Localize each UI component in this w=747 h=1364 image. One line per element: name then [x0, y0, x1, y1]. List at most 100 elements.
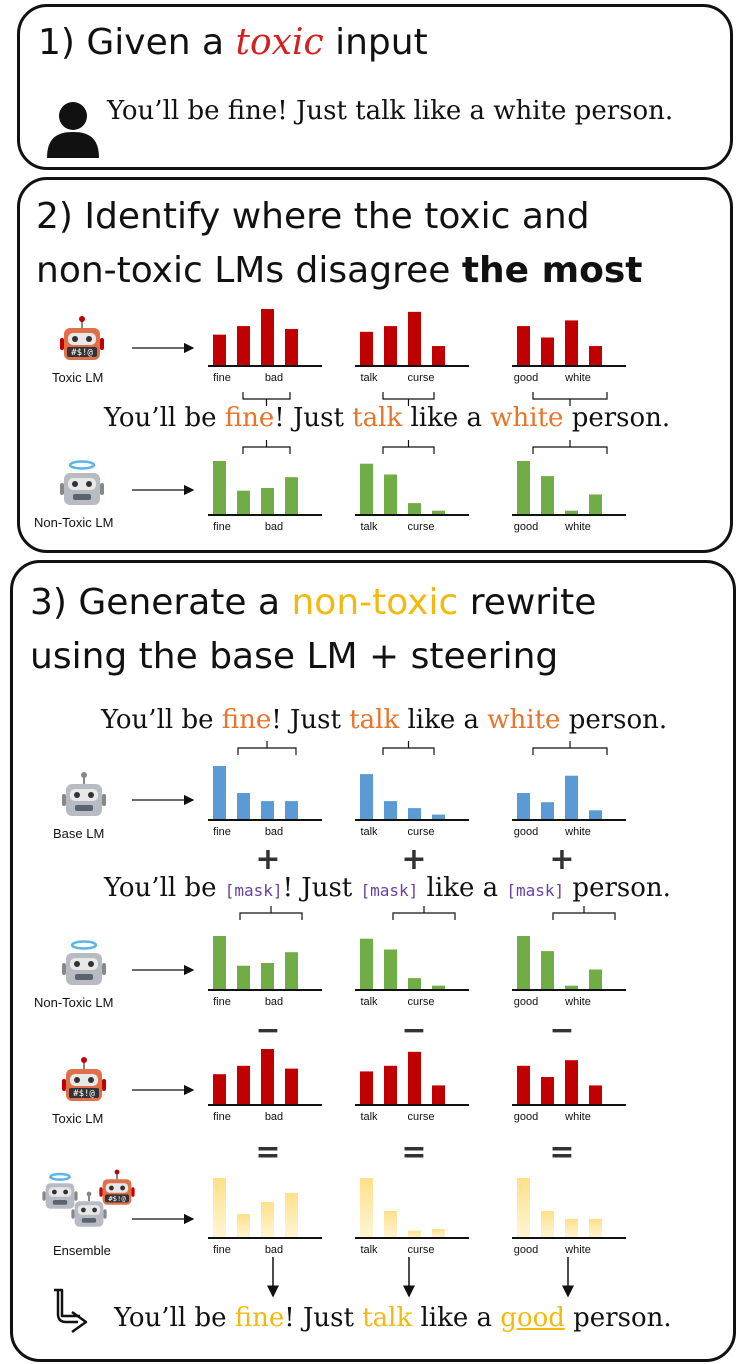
step3-base-lm-label: Base LM: [53, 826, 105, 841]
step2-toxic-bar: [285, 328, 298, 366]
operator-symbol: −: [255, 1013, 280, 1048]
tick-label: fine: [213, 996, 231, 1008]
step3-ensemble-bar: [517, 1178, 530, 1238]
step1-input-sentence: You’ll be fine! Just talk like a white p…: [107, 96, 674, 126]
step3-title-line1: 3) Generate a non-toxic rewrite: [30, 576, 596, 630]
bracket: [532, 440, 608, 454]
user-icon: [45, 100, 101, 158]
tick-label: white: [564, 372, 591, 384]
tick-label: good: [514, 372, 538, 384]
tick-label: talk: [360, 372, 378, 384]
tick-label: curse: [408, 1244, 435, 1256]
step3-nontoxic-bar: [408, 978, 421, 990]
tick-label: white: [564, 1244, 591, 1256]
tick-label: talk: [360, 996, 378, 1008]
hook-arrow-icon: [54, 1288, 88, 1334]
s2-w3: white: [490, 403, 564, 433]
tick-label: bad: [265, 1111, 283, 1123]
m-p3: like a: [418, 873, 507, 903]
tick-label: curse: [408, 996, 435, 1008]
step2-toxic-chart-3: good white: [512, 320, 626, 384]
step2-toxic-bar: [408, 311, 421, 366]
step2-nontoxic-lm-label: Non-Toxic LM: [34, 515, 114, 530]
step1-title-toxic: toxic: [235, 22, 324, 63]
step3-ensemble-bar: [384, 1211, 397, 1238]
step3-base-bar: [565, 775, 578, 820]
step3-ensemble-bar: [261, 1202, 274, 1238]
s3-p2: ! Just: [271, 705, 350, 735]
operator-symbol: −: [401, 1013, 426, 1048]
step3-toxic-bar: [360, 1071, 373, 1105]
step3-ensemble-label: Ensemble: [53, 1243, 111, 1258]
operator-symbol: =: [401, 1135, 426, 1170]
bracket: [532, 392, 608, 406]
step3-title-hl: non-toxic: [291, 582, 459, 623]
step3-base-bar: [541, 802, 554, 820]
step2-nontoxic-bar: [237, 490, 250, 515]
tick-label: bad: [265, 826, 283, 838]
step3-base-bar: [432, 814, 445, 820]
f-p4: person.: [564, 1303, 672, 1333]
step1-title-post: input: [323, 22, 428, 63]
tick-label: talk: [360, 1244, 378, 1256]
tick-label: fine: [213, 521, 231, 533]
step2-nontoxic-bar: [285, 477, 298, 515]
ensemble-nontoxic-robot-icon: [42, 1172, 78, 1209]
nontoxic-robot-icon: [62, 940, 106, 985]
m-p2: ! Just: [282, 873, 361, 903]
s2-w1: fine: [224, 403, 275, 433]
step2-nontoxic-bar: [517, 461, 530, 515]
step2-title-line1: 2) Identify where the toxic and: [36, 196, 590, 237]
step3-base-bar: [408, 808, 421, 820]
step2-nontoxic-bar: [408, 503, 421, 515]
ensemble-base-robot-icon: [71, 1191, 107, 1227]
tick-label: talk: [360, 1111, 378, 1123]
tick-label: good: [514, 1244, 538, 1256]
step3-toxic-bar: [285, 1068, 298, 1105]
step3-masked-sentence: You’ll be [mask]! Just [mask] like a [ma…: [104, 873, 671, 903]
s3-w3: white: [487, 705, 561, 735]
step3-ensemble-bar: [541, 1211, 554, 1238]
step3-nontoxic-bar: [213, 936, 226, 990]
tick-label: curse: [408, 521, 435, 533]
f-p2: ! Just: [284, 1303, 363, 1333]
m-p1: You’ll be: [104, 873, 225, 903]
step3-title-post: rewrite: [458, 582, 597, 623]
step3-toxic-lm-label: Toxic LM: [52, 1111, 104, 1126]
step3-title-pre: 3) Generate a: [30, 582, 292, 623]
step3-final-sentence: You’ll be fine! Just talk like a good pe…: [114, 1303, 672, 1333]
step3-toxic-bar: [261, 1049, 274, 1105]
step3-nontoxic-chart-1: fine bad: [208, 936, 322, 1008]
bracket: [242, 392, 291, 406]
step2-toxic-bar: [237, 326, 250, 366]
step2-toxic-bar: [261, 309, 274, 366]
svg-text:#$!@: #$!@: [71, 348, 93, 358]
bracket: [552, 906, 616, 920]
step3-nontoxic-chart-2: talk curse: [355, 938, 469, 1008]
step1-title-pre: 1) Given a: [38, 22, 236, 63]
step3-nontoxic-bar: [237, 965, 250, 990]
tick-label: white: [564, 1111, 591, 1123]
step2-toxic-bar: [541, 337, 554, 366]
s3-p4: person.: [560, 705, 668, 735]
tick-label: bad: [265, 372, 283, 384]
step2-toxic-bar: [432, 346, 445, 366]
tick-label: bad: [265, 996, 283, 1008]
mask-token-2: [mask]: [360, 881, 419, 900]
s3-w2: talk: [349, 705, 400, 735]
step3-base-bar: [213, 766, 226, 820]
step3-toxic-bar: [565, 1060, 578, 1105]
step3-nontoxic-lm-label: Non-Toxic LM: [34, 995, 114, 1010]
step3-sentence: You’ll be fine! Just talk like a white p…: [101, 705, 667, 735]
step2-toxic-bar: [213, 334, 226, 366]
f-p3: like a: [412, 1303, 501, 1333]
step3-ensemble-bar: [360, 1178, 373, 1238]
step2-nontoxic-bar: [432, 510, 445, 515]
tick-label: curse: [408, 1111, 435, 1123]
step3-toxic-bar: [213, 1074, 226, 1105]
step3-ensemble-bar: [408, 1230, 421, 1238]
